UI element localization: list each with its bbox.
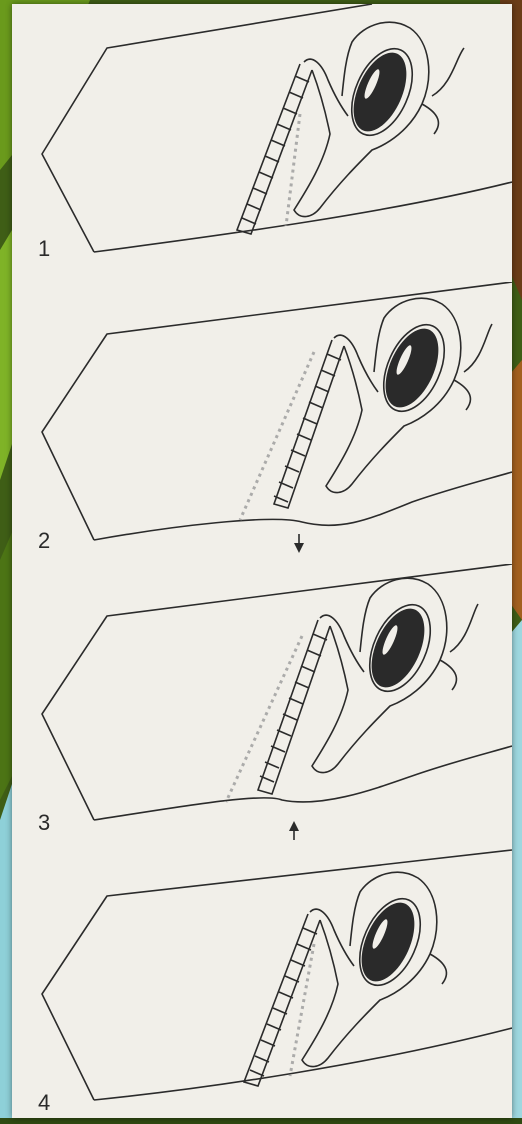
arrow-down-icon [292,534,306,554]
diagram-sheet: 1 2 [12,4,512,1118]
stage-3-drawing [12,564,512,844]
arrow-up-icon [287,820,301,840]
panel-3: 3 [12,564,512,844]
panel-4: 4 [12,844,512,1124]
panel-1: 1 [12,4,512,284]
panel-2: 2 [12,282,512,562]
stage-4-drawing [12,844,512,1124]
stage-1-drawing [12,4,512,284]
panel-number: 2 [38,528,50,554]
stage-2-drawing [12,282,512,562]
panel-number: 4 [38,1090,50,1116]
panel-number: 1 [38,236,50,262]
panel-number: 3 [38,810,50,836]
